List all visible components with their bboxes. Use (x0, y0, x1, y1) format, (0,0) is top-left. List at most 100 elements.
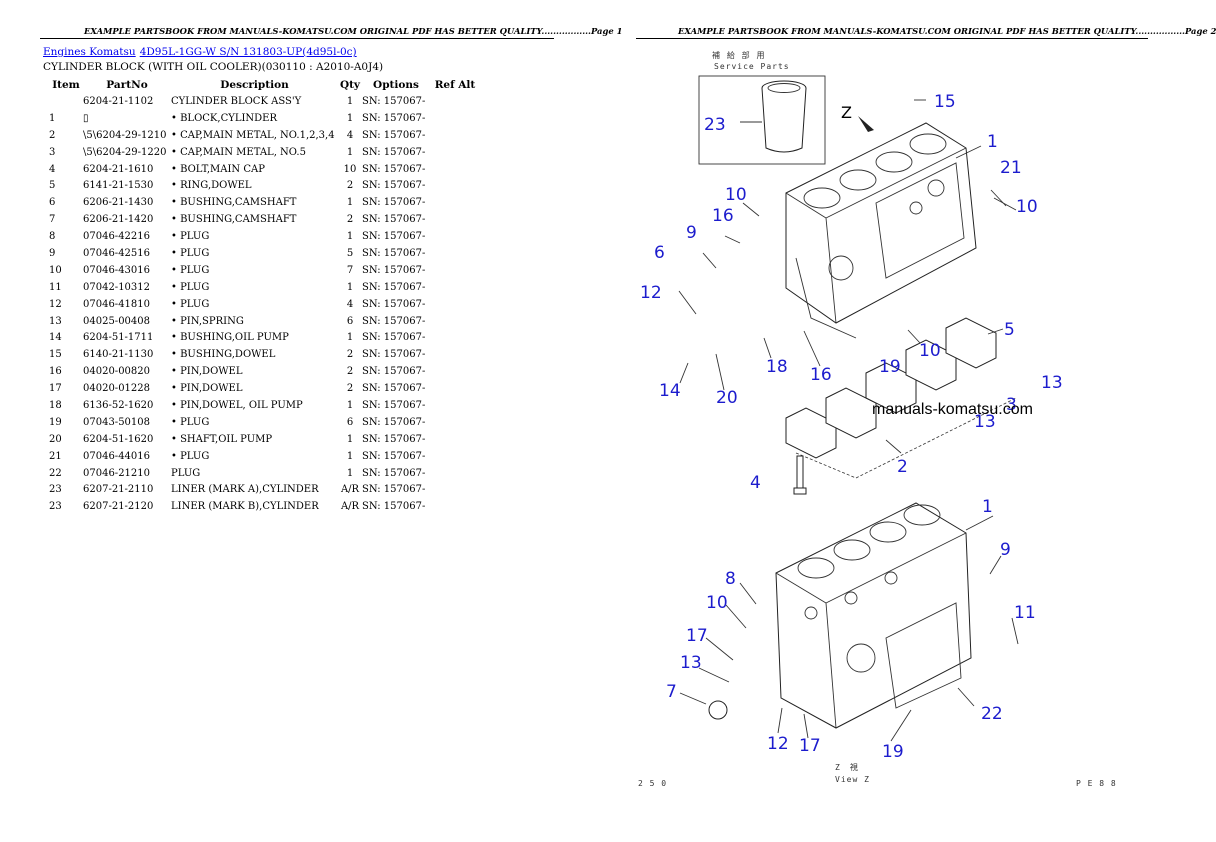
callout-9: 9 (1000, 540, 1011, 560)
callout-12: 12 (640, 283, 662, 303)
cell-description: • BOLT,MAIN CAP (171, 163, 265, 175)
cell-item: 4 (49, 163, 56, 175)
watermark: manuals-komatsu.com (872, 401, 1033, 418)
cell-qty: 1 (346, 450, 354, 462)
callout-16: 16 (810, 365, 832, 385)
callout-14: 14 (659, 381, 681, 401)
col-header-partno: PartNo (106, 79, 148, 91)
callout-9: 9 (686, 223, 697, 243)
main-bolt-drawing (793, 455, 807, 495)
cell-refalt (430, 397, 480, 414)
breadcrumb-link-engines[interactable]: Engines Komatsu (43, 46, 136, 58)
cell-options: SN: 157067- (362, 146, 426, 158)
cell-qty: 1 (346, 146, 354, 158)
cell-options: SN: 157067- (362, 315, 426, 327)
cell-options: SN: 157067- (362, 501, 426, 513)
col-header-item: Item (52, 79, 80, 91)
cell-qty: 1 (346, 467, 354, 479)
cell-partno: 6206-21-1420 (83, 214, 154, 226)
cell-item: 21 (49, 450, 62, 462)
callout-17: 17 (799, 736, 821, 756)
cell-refalt (430, 313, 480, 330)
callout-8: 8 (725, 569, 736, 589)
callouts-bottom: 1 9 8 10 11 17 13 7 22 12 17 19 (666, 497, 1036, 762)
callout-2: 2 (897, 457, 908, 477)
cell-refalt (430, 177, 480, 194)
breadcrumb-link-model[interactable]: 4D95L-1GG-W S/N 131803-UP(4d95l-0c) (139, 46, 357, 58)
header-rule (40, 38, 554, 39)
cell-qty: 6 (346, 416, 354, 428)
cell-item: 13 (49, 315, 62, 327)
cell-description: • BUSHING,DOWEL (171, 349, 276, 361)
page-2-header: EXAMPLE PARTSBOOK FROM MANUALS-KOMATSU.C… (678, 26, 1216, 36)
page-code-right: P E 8 8 (1076, 779, 1117, 788)
callouts-top: 23 15 1 21 10 10 16 9 6 12 5 19 10 13 18… (640, 92, 1063, 493)
cell-refalt (430, 161, 480, 178)
cell-options: SN: 157067- (362, 416, 426, 428)
engine-block-bottom-drawing (708, 502, 972, 729)
cell-item (43, 93, 83, 110)
cell-qty: A/R (340, 484, 360, 496)
cell-refalt (430, 127, 480, 144)
service-parts-jp: 補 給 部 用 (712, 50, 765, 60)
cell-partno: 07046-43016 (83, 264, 151, 276)
cell-item: 11 (49, 281, 62, 293)
diagram-svg: 補 給 部 用 Service Parts Z (638, 50, 1117, 788)
cell-item: 18 (49, 399, 62, 411)
cell-qty: 1 (346, 281, 354, 293)
callout-19: 19 (882, 742, 904, 762)
cell-options: SN: 157067- (362, 197, 426, 209)
callout-19: 19 (879, 357, 901, 377)
cylinder-liner-drawing (761, 80, 807, 153)
cell-partno: 6204-21-1610 (83, 163, 154, 175)
cell-partno: 04025-00408 (83, 315, 151, 327)
cell-item: 9 (49, 247, 56, 259)
callout-1: 1 (987, 132, 998, 152)
cell-partno: 07046-42516 (83, 247, 151, 259)
cell-refalt (430, 481, 480, 498)
cell-options: SN: 157067- (362, 112, 426, 124)
cell-partno: 07046-41810 (83, 298, 151, 310)
callout-3: 3 (1006, 395, 1017, 415)
cell-qty: 1 (346, 197, 354, 209)
main-caps-drawing (785, 317, 1017, 479)
col-header-qty: Qty (339, 79, 361, 91)
callout-13: 13 (974, 412, 996, 432)
callout-16: 16 (712, 206, 734, 226)
cell-qty: 4 (346, 298, 354, 310)
cell-options: SN: 157067- (362, 264, 426, 276)
cell-item: 3 (49, 146, 56, 158)
view-z-marker: Z (841, 103, 852, 122)
page-subtitle: CYLINDER BLOCK (WITH OIL COOLER)(030110 … (43, 61, 384, 73)
cell-description: • PLUG (171, 450, 210, 462)
cell-item: 10 (49, 264, 62, 276)
cell-refalt (430, 498, 480, 515)
cell-qty: 2 (346, 180, 354, 192)
view-z-jp: Z 視 (835, 763, 859, 772)
cell-qty: 1 (346, 112, 354, 124)
cell-qty: 2 (346, 383, 354, 395)
cell-refalt (430, 448, 480, 465)
cell-refalt (430, 194, 480, 211)
cell-refalt (430, 346, 480, 363)
cell-qty: 10 (343, 163, 357, 175)
cell-qty: 2 (346, 349, 354, 361)
cell-qty: 1 (346, 433, 354, 445)
cell-options: SN: 157067- (362, 163, 426, 175)
callout-10: 10 (725, 185, 747, 205)
cell-description: • PLUG (171, 231, 210, 243)
cell-description: • RING,DOWEL (171, 180, 252, 192)
engine-block-top-drawing (785, 122, 977, 339)
cell-item: 5 (49, 180, 56, 192)
